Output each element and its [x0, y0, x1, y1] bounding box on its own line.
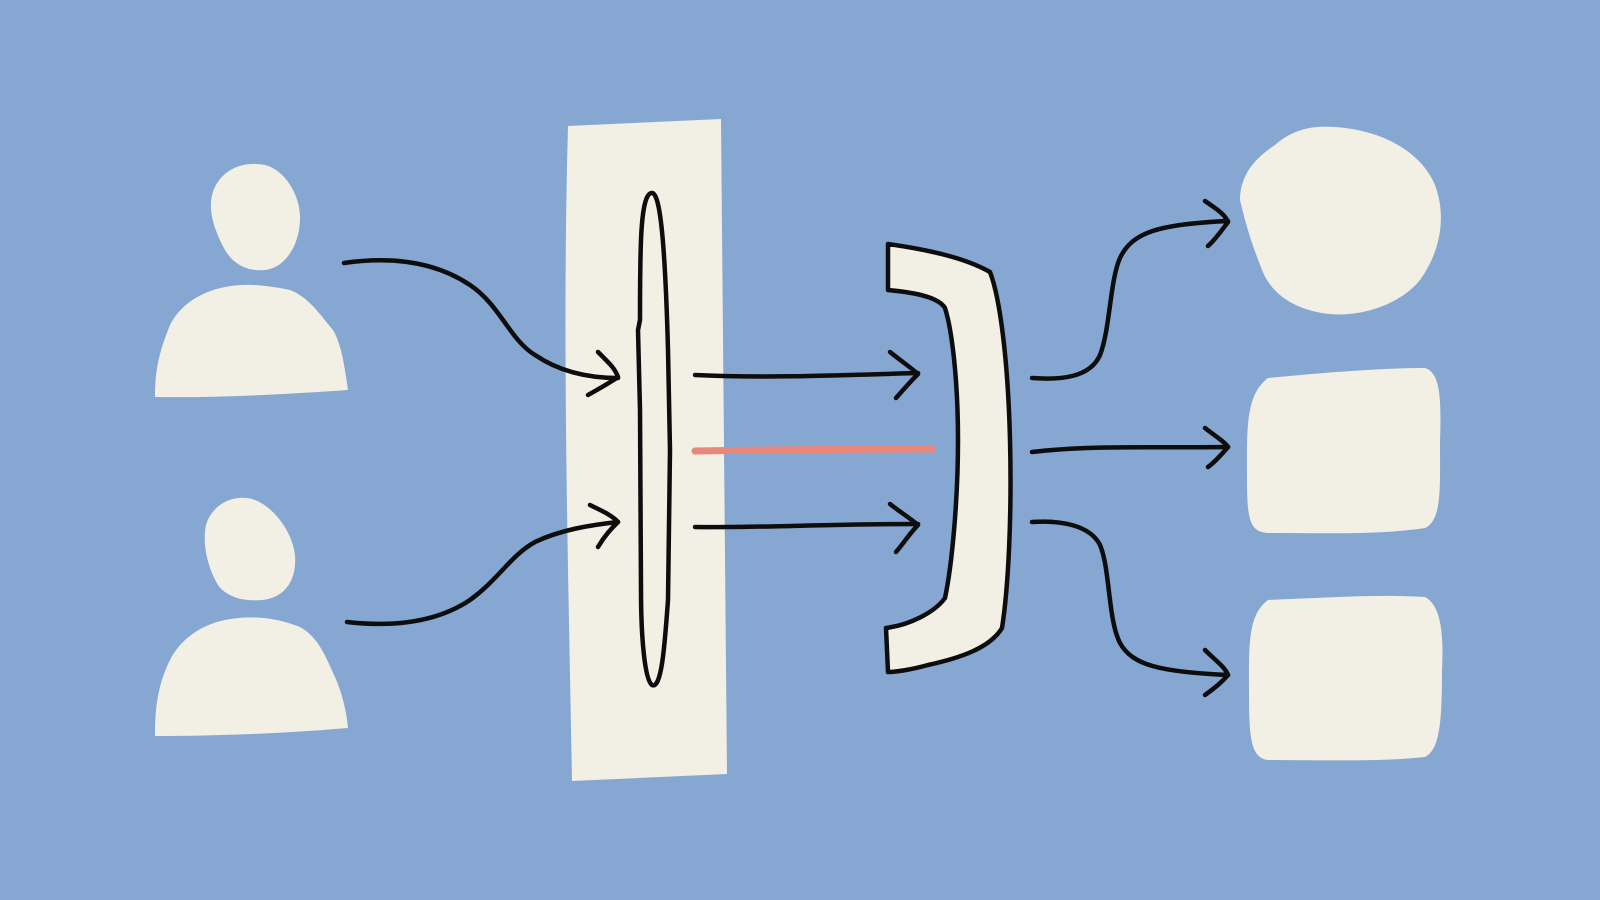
arrow-person-1-to-slit: [341, 258, 621, 398]
output-circle: [1240, 126, 1441, 315]
accent-line: [691, 445, 936, 455]
arrow-to-output-box-1: [1029, 425, 1231, 470]
gate-panel: [565, 119, 727, 781]
slit-opening: [635, 190, 673, 688]
arrow-bottom-to-bracket: [692, 501, 921, 555]
person-2-body: [155, 617, 348, 736]
person-2: [155, 497, 348, 736]
output-box-1: [1246, 368, 1441, 534]
output-box-2: [1248, 595, 1443, 761]
arrow-to-output-circle: [1029, 198, 1231, 381]
person-1: [155, 163, 348, 398]
person-1-body: [155, 284, 348, 398]
arrow-to-output-box-2: [1029, 519, 1231, 698]
bracket-outline: [883, 241, 1013, 675]
arrow-top-to-bracket: [692, 349, 921, 401]
person-1-head: [210, 163, 300, 271]
bracket-receiver: [886, 244, 1011, 672]
person-2-head: [204, 497, 296, 601]
arrow-person-2-to-slit: [344, 502, 621, 627]
